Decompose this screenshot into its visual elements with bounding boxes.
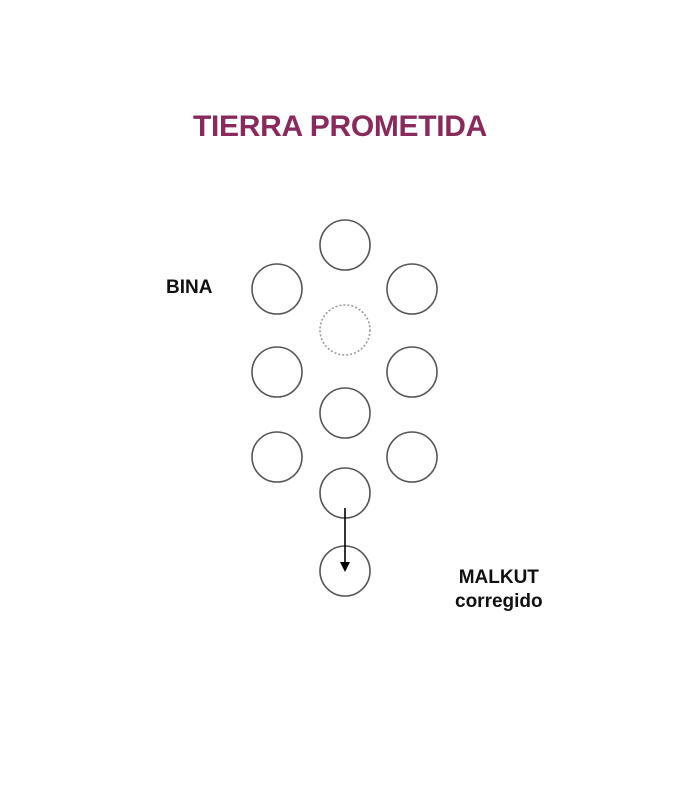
circle-hod (251, 431, 303, 483)
circle-gevura (251, 346, 303, 398)
diagram-title: TIERRA PROMETIDA (192, 110, 488, 143)
circle-netzah (386, 431, 438, 483)
label-malkut: MALKUT corregido (455, 566, 543, 614)
label-malkut-name: MALKUT (458, 567, 539, 588)
circle-bina (251, 263, 303, 315)
circle-daat (319, 304, 371, 356)
arrow-head-icon (340, 562, 350, 572)
label-bina: BINA (166, 277, 213, 298)
circle-hochma (386, 263, 438, 315)
circle-tiferet (319, 387, 371, 439)
circle-hesed (386, 346, 438, 398)
circle-keter (319, 219, 371, 271)
label-malkut-state: corregido (455, 591, 543, 612)
